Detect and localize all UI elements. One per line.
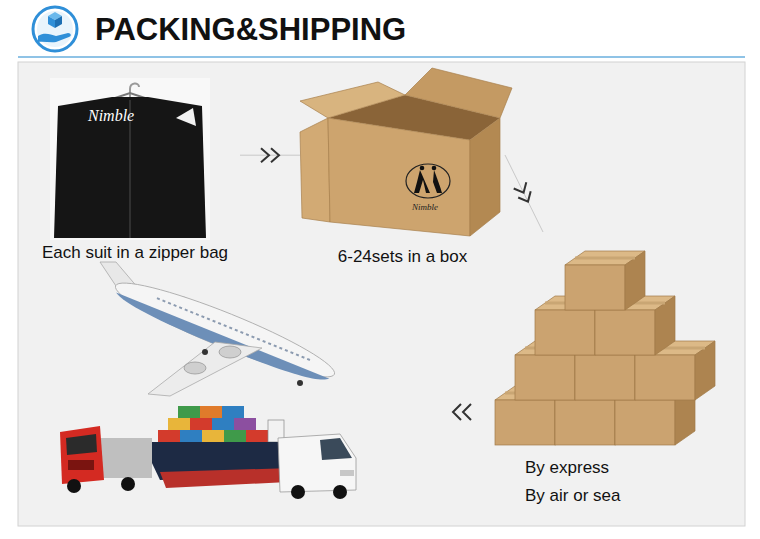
header-icon xyxy=(33,7,77,51)
step-caption: By air or sea xyxy=(525,486,620,506)
step-node: Each suit in a zipper bag xyxy=(30,76,240,274)
chevron-arrow xyxy=(453,404,471,420)
arrow-head xyxy=(518,191,531,201)
flow-connector xyxy=(505,155,543,232)
carton-pile xyxy=(495,251,715,445)
van xyxy=(278,434,356,499)
arrow-head xyxy=(271,148,279,162)
arrow-head xyxy=(261,148,269,162)
page-title: PACKING&SHIPPING xyxy=(95,12,406,48)
truck xyxy=(60,426,152,493)
header-rule xyxy=(18,56,745,58)
cargo-ship xyxy=(142,406,300,488)
connector-line xyxy=(505,155,543,232)
arrow-head xyxy=(514,182,527,192)
step-node: 6-24sets in a box xyxy=(300,75,505,275)
garment-bag xyxy=(50,78,210,240)
step-caption: 6-24sets in a box xyxy=(300,247,505,267)
flow-connector xyxy=(240,148,300,162)
step-caption: Each suit in a zipper bag xyxy=(30,243,240,263)
airplane xyxy=(100,262,341,396)
brand-mark: Nimble xyxy=(412,202,438,213)
open-carton xyxy=(300,68,512,236)
step-node: By express By air or sea xyxy=(488,232,708,512)
brand-mark: Nimble xyxy=(88,106,134,125)
panel xyxy=(18,62,745,526)
step-caption: By express xyxy=(525,458,609,478)
